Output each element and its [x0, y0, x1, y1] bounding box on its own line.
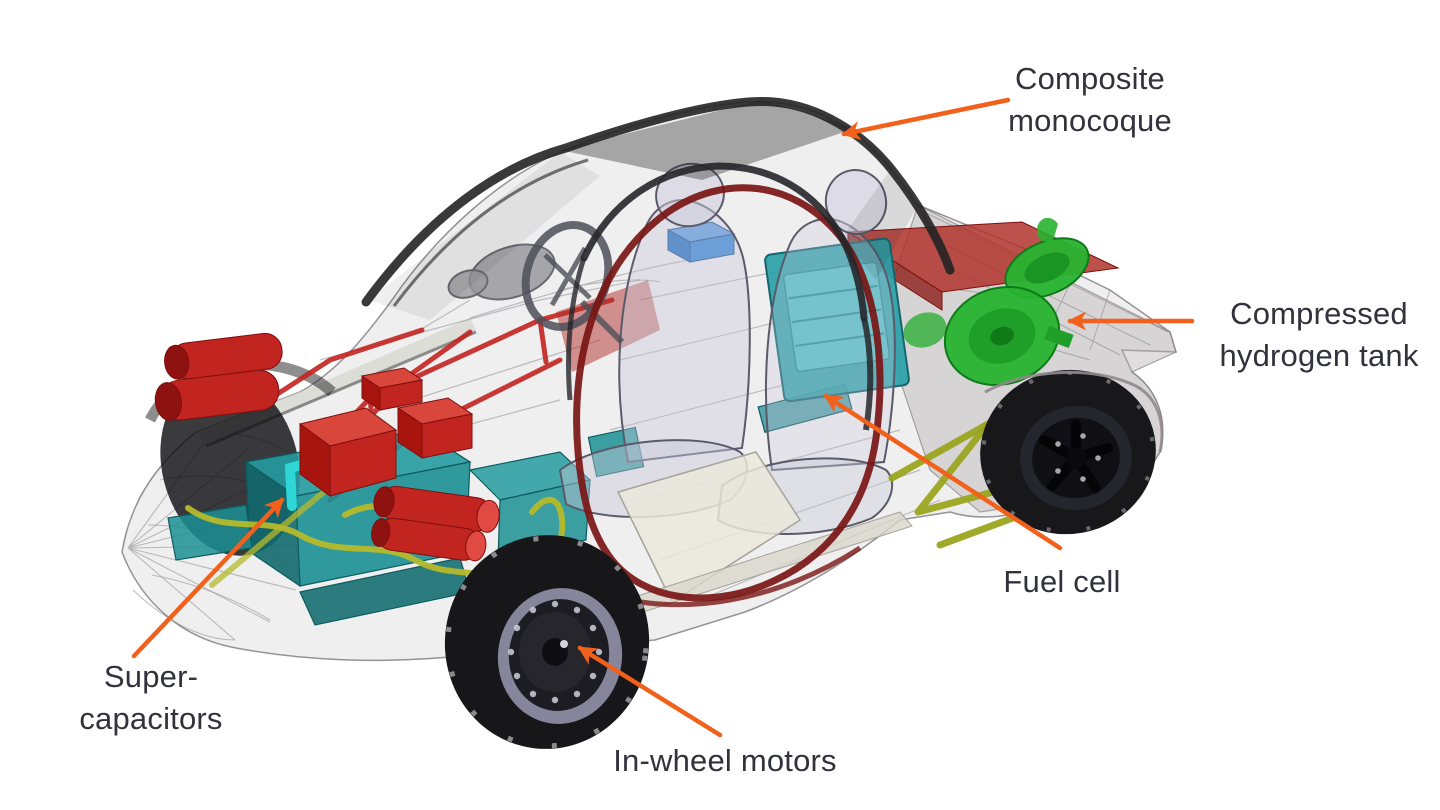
label-in-wheel-motors: In-wheel motors — [613, 743, 837, 778]
front-wheel — [444, 535, 650, 749]
hydrogen-tank — [903, 217, 1090, 387]
annotation-arrows — [131, 97, 1195, 738]
car-cutaway-illustration — [121, 97, 1178, 749]
rear-wheel-spokes — [1039, 419, 1113, 493]
label-compressed-hydrogen-tank: Compressed hydrogen tank — [1219, 296, 1419, 373]
arrow-fuel-cell — [823, 393, 1063, 551]
arrow-super-capacitors — [131, 497, 285, 659]
label-super-capacitors: Super- capacitors — [79, 659, 223, 736]
red-box-cluster — [298, 367, 474, 497]
passenger-headrest — [824, 169, 888, 235]
red-mid-cylinders — [371, 485, 500, 562]
rear-hub-bolts — [1055, 433, 1101, 482]
rear-fender-edge — [984, 370, 1164, 453]
hub-bolt-ring — [507, 600, 603, 704]
label-fuel-cell: Fuel cell — [1003, 564, 1121, 599]
label-composite-monocoque: Composite monocoque — [1008, 61, 1172, 138]
roof-arch-monocoque — [361, 97, 955, 431]
rear-wheel — [980, 369, 1164, 535]
arrow-in-wheel-motors — [577, 645, 723, 738]
arrow-composite-monocoque — [841, 97, 1011, 141]
